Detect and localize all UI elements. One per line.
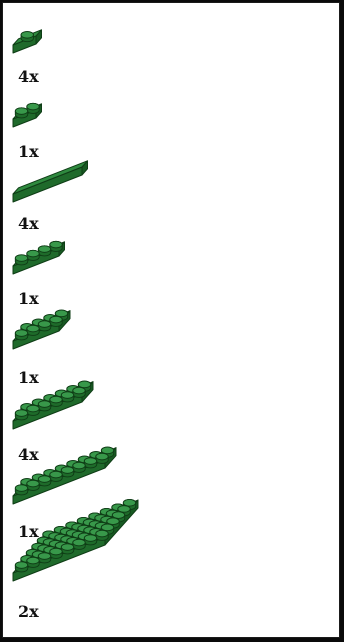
stud xyxy=(27,480,39,490)
stud xyxy=(38,401,50,411)
part-plate-1x2-jumper xyxy=(13,30,42,53)
stud xyxy=(50,548,62,558)
stud xyxy=(38,553,50,563)
stud xyxy=(15,562,27,572)
stud xyxy=(73,387,85,397)
quantity-label-plate-2x6: 4x xyxy=(18,447,39,463)
stud xyxy=(96,530,108,540)
stud xyxy=(84,458,96,468)
quantity-label-plate-1x2: 1x xyxy=(18,144,39,160)
stud xyxy=(15,410,27,420)
part-plate-1x4 xyxy=(13,241,65,274)
part-plate-1x2 xyxy=(13,103,42,127)
stud xyxy=(84,535,96,545)
stud xyxy=(15,330,27,340)
stud xyxy=(61,467,73,477)
quantity-label-plate-2x8: 1x xyxy=(18,524,39,540)
quantity-label-plate-1x4: 1x xyxy=(18,291,39,307)
part-plate-2x4 xyxy=(13,310,70,349)
parts-inventory-panel: 4x 1x 4x 1x 1x 4x 1x 2x xyxy=(2,2,340,638)
stud xyxy=(61,392,73,402)
stud xyxy=(15,485,27,495)
stud xyxy=(27,250,39,260)
stud xyxy=(15,108,27,118)
stud xyxy=(73,462,85,472)
stud xyxy=(50,471,62,481)
stud xyxy=(50,396,62,406)
quantity-label-plate-1x2-jumper: 4x xyxy=(18,69,39,85)
part-plate-2x6 xyxy=(13,381,93,429)
stud xyxy=(73,539,85,549)
stud xyxy=(27,405,39,415)
stud xyxy=(27,325,39,335)
stud xyxy=(61,544,73,554)
stud xyxy=(21,32,33,42)
stud xyxy=(50,241,62,251)
stud xyxy=(38,476,50,486)
parts-illustration xyxy=(3,3,341,639)
stud xyxy=(50,316,62,326)
quantity-label-tile-1x6: 4x xyxy=(18,216,39,232)
stud xyxy=(38,321,50,331)
plate-front-face xyxy=(13,167,82,202)
quantity-label-plate-2x4: 1x xyxy=(18,370,39,386)
stud xyxy=(96,453,108,463)
part-tile-1x6 xyxy=(13,161,88,202)
stud-group xyxy=(21,32,33,42)
stud xyxy=(38,246,50,256)
stud xyxy=(27,103,39,113)
stud xyxy=(27,557,39,567)
stud xyxy=(15,255,27,265)
quantity-label-plate-6x8: 2x xyxy=(18,604,39,620)
